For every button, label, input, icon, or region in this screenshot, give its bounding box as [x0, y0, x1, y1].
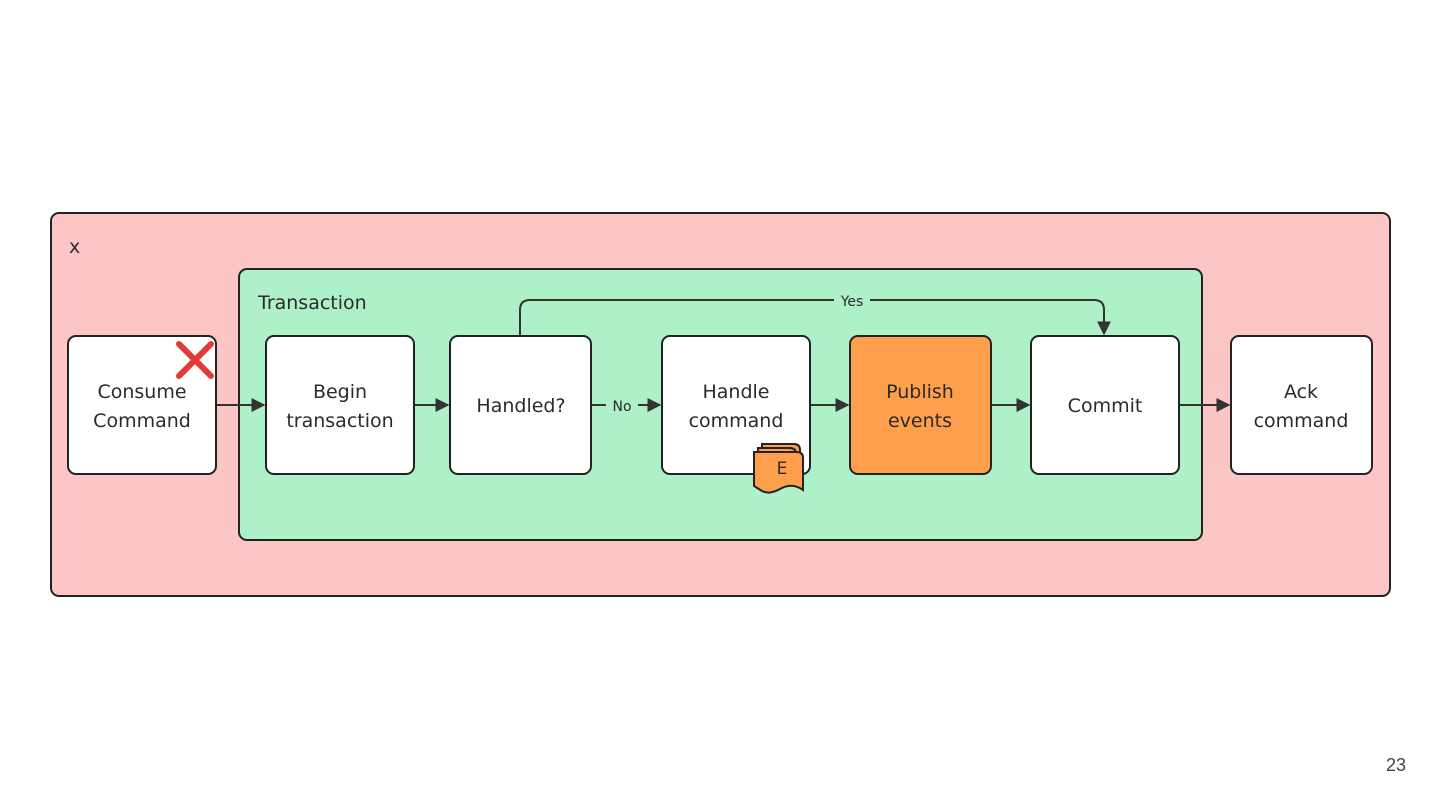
node-commit: Commit [1030, 335, 1180, 475]
transaction-frame-label: Transaction [257, 292, 367, 314]
node-begin-line2: transaction [286, 410, 393, 432]
node-handle-line2: command [689, 410, 784, 432]
node-publish-line1: Publish [886, 381, 954, 403]
node-handle-line1: Handle [702, 381, 769, 403]
node-ack-command: Ack command [1230, 335, 1373, 475]
red-x-icon [176, 341, 214, 379]
event-badge-label: E [777, 459, 788, 479]
node-begin-line1: Begin [313, 381, 367, 403]
node-publish-events: Publish events [849, 335, 992, 475]
node-commit-label: Commit [1068, 395, 1143, 417]
node-ack-line1: Ack [1284, 381, 1318, 403]
node-publish-line2: events [888, 410, 952, 432]
node-handled: Handled? [449, 335, 592, 475]
node-handle-command: Handle command [661, 335, 811, 475]
outer-frame-label: x [69, 236, 80, 258]
edge-handled-commit-yes-a [519, 299, 834, 336]
edge-label-no: No [612, 399, 631, 415]
node-consume-line1: Consume [97, 381, 186, 403]
node-begin-transaction: Begin transaction [265, 335, 415, 475]
node-ack-line2: command [1254, 410, 1349, 432]
node-consume-line2: Command [93, 410, 191, 432]
edge-label-yes: Yes [840, 294, 864, 310]
event-stack-icon: E [753, 443, 804, 494]
node-handled-label: Handled? [476, 395, 565, 417]
slide-number: 23 [1385, 755, 1406, 775]
node-consume-command: Consume Command [67, 335, 217, 475]
edge-handled-commit-yes-b [870, 299, 1111, 336]
